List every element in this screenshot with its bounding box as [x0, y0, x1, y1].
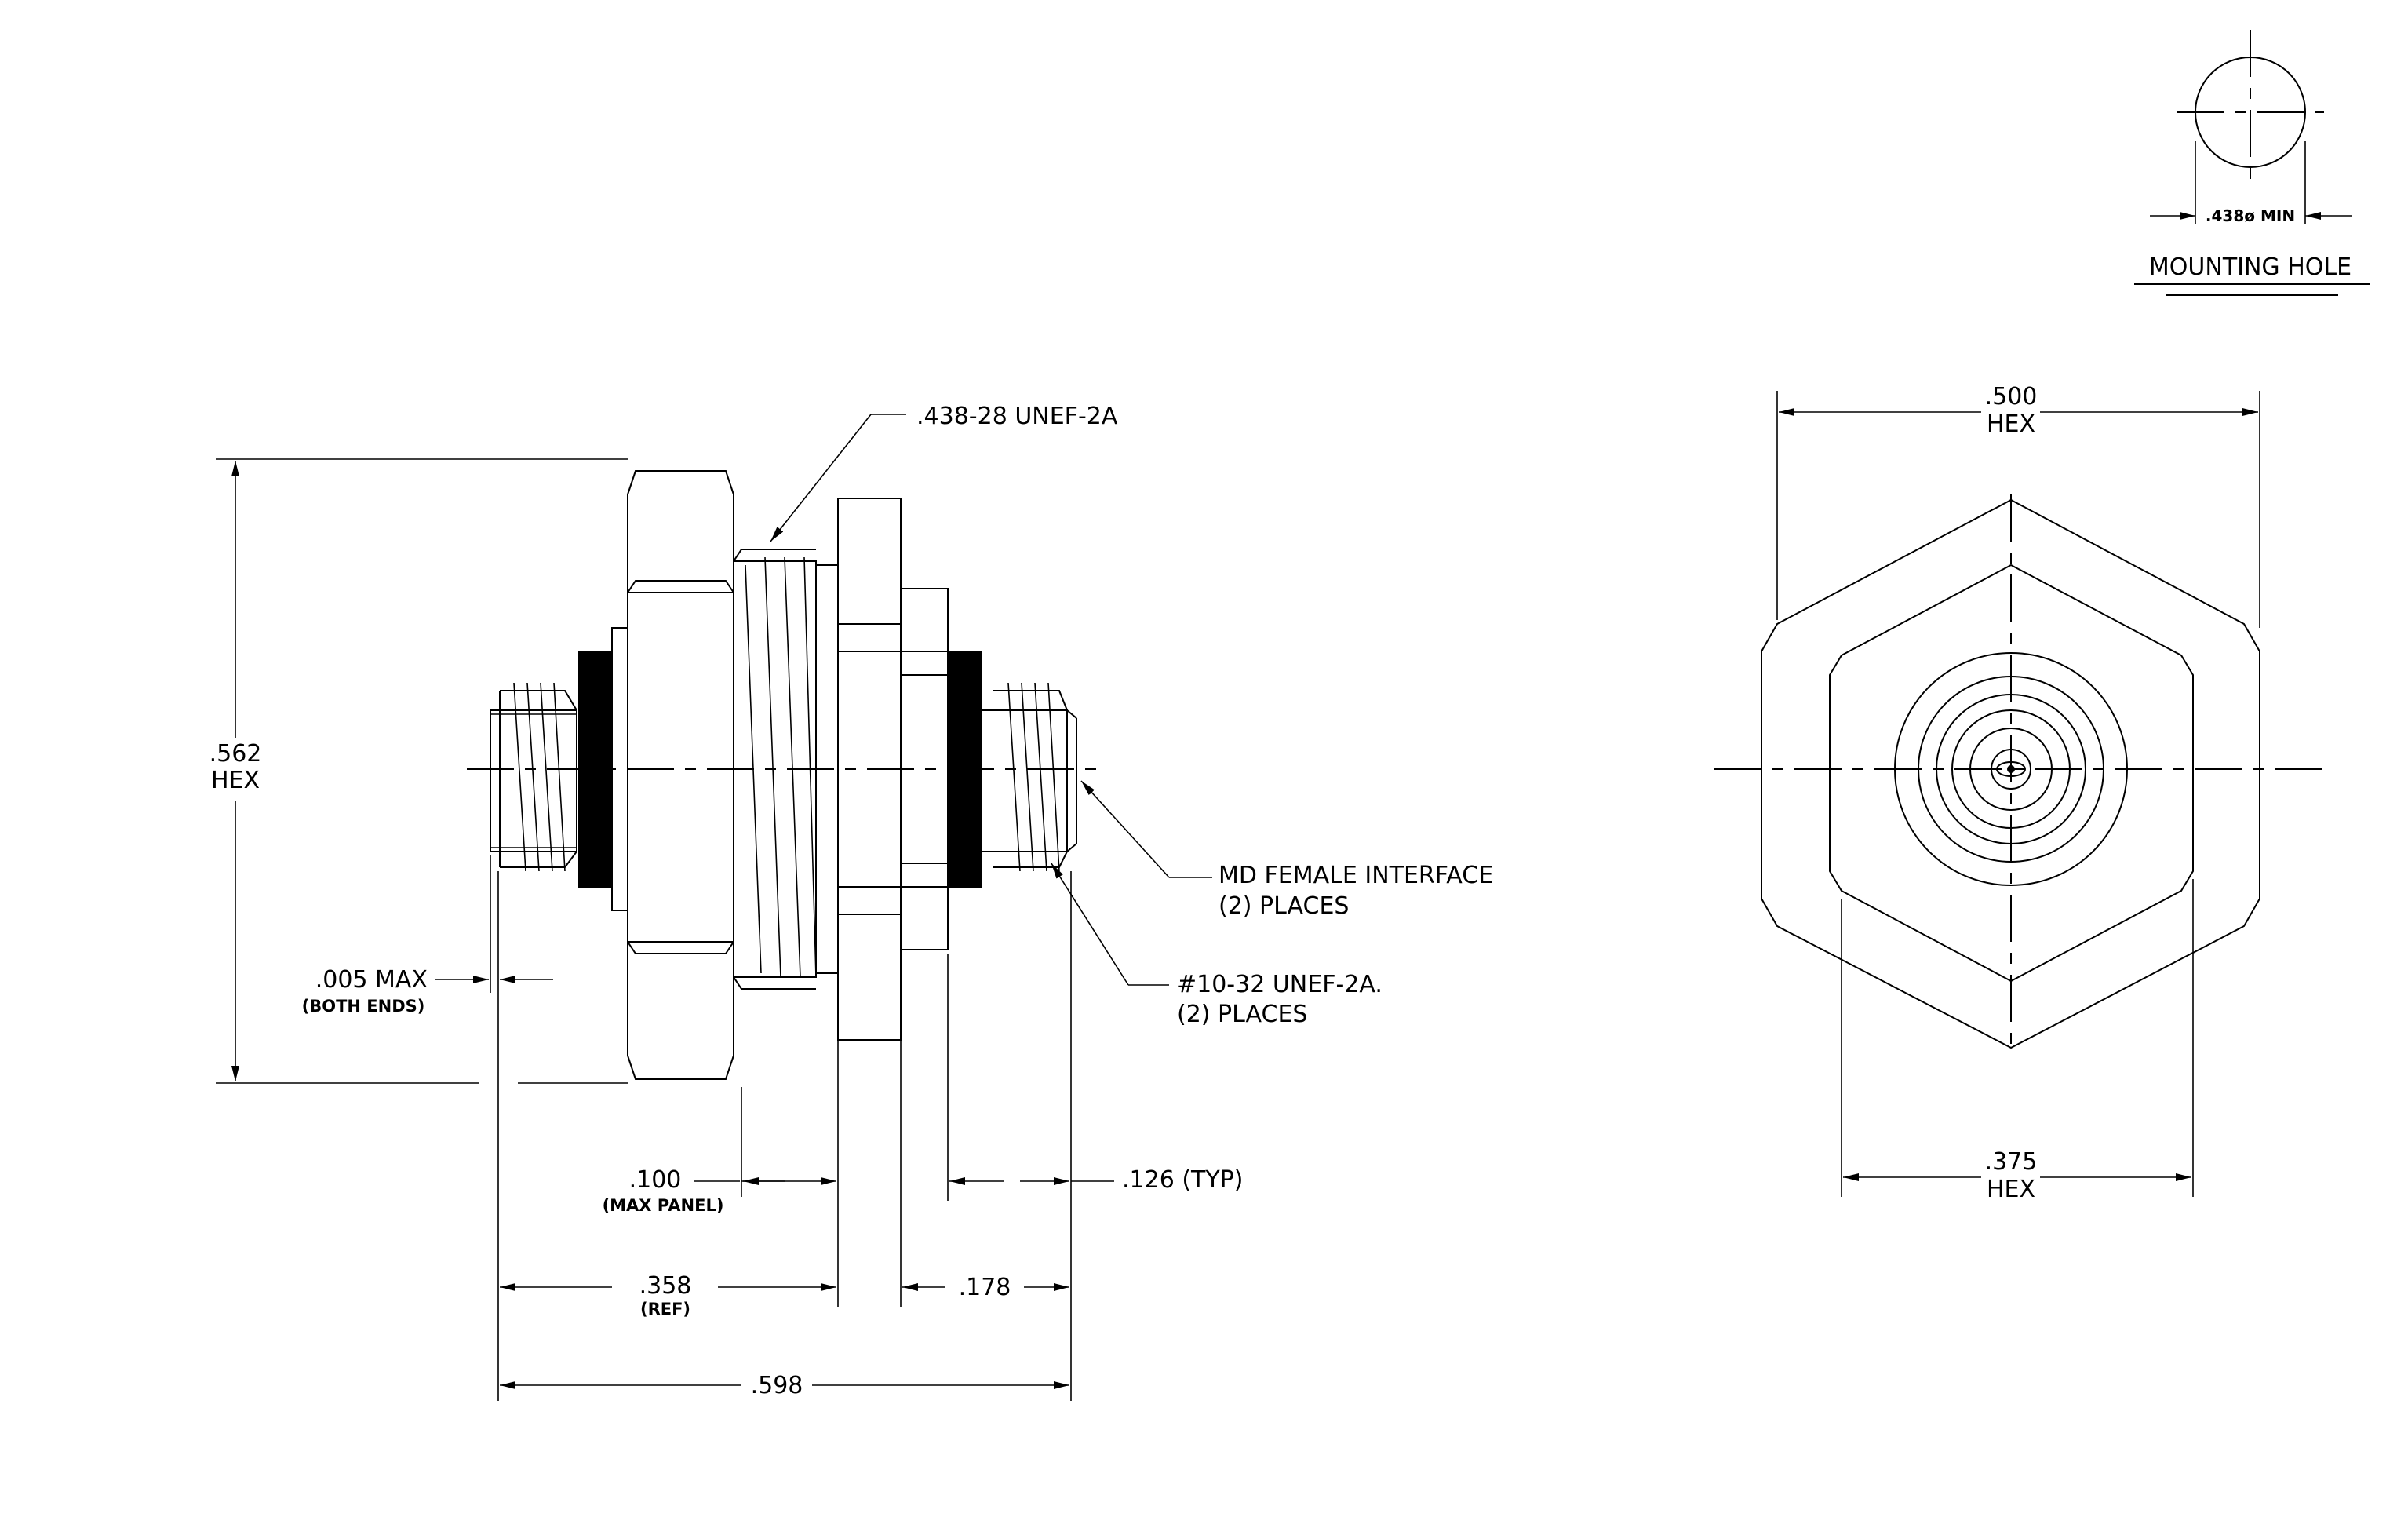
mounting-hole-title: MOUNTING HOLE [2149, 254, 2352, 281]
ref-note: (REF) [640, 1300, 690, 1319]
ref-dim: .358 [639, 1272, 692, 1300]
hex-562-word: HEX [211, 767, 260, 794]
inner-hex-word: HEX [1987, 1176, 2035, 1203]
overall-dim: .598 [751, 1372, 803, 1399]
right-thread [980, 682, 1077, 872]
side-view: .562 HEX .438-28 UNEF-2A .005 MAX (BOTH … [209, 403, 1493, 1401]
interface-line1: MD FEMALE INTERFACE [1219, 862, 1493, 889]
thread2-line1: #10-32 UNEF-2A. [1177, 971, 1383, 998]
max-dim: .005 MAX [315, 966, 428, 994]
thread-label: .438-28 UNEF-2A [916, 403, 1118, 430]
max-note: (BOTH ENDS) [302, 997, 425, 1016]
mounting-hole-dim: .438ø MIN [2206, 206, 2295, 225]
mid-dim: .178 [959, 1274, 1011, 1301]
panel-note: (MAX PANEL) [603, 1196, 724, 1215]
outer-hex-word: HEX [1987, 410, 2035, 438]
inner-hex-dim: .375 [1985, 1148, 2038, 1176]
interface-line2: (2) PLACES [1219, 892, 1349, 920]
typ-dim: .126 (TYP) [1122, 1166, 1243, 1194]
hex-nut [627, 470, 734, 1080]
mounting-hole-detail: .438ø MIN MOUNTING HOLE [2134, 30, 2370, 296]
panel-dim: .100 [629, 1166, 682, 1194]
end-view: .500 HEX .375 HEX [1714, 383, 2322, 1203]
hex-562-dim: .562 [209, 740, 262, 768]
outer-hex-dim: .500 [1985, 383, 2038, 410]
left-thread [490, 682, 577, 872]
thread2-line2: (2) PLACES [1177, 1001, 1307, 1028]
